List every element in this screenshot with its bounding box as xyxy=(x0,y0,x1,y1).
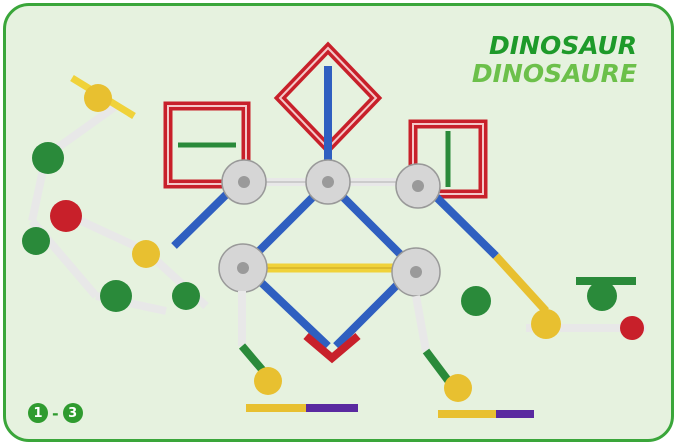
belly-connector xyxy=(306,336,358,358)
step-range: 1 - 3 xyxy=(28,403,83,423)
neck-and-head xyxy=(22,78,206,312)
step-separator: - xyxy=(52,404,59,423)
tail xyxy=(461,256,646,340)
step-end-badge: 3 xyxy=(63,403,83,423)
step-start-badge: 1 xyxy=(28,403,48,423)
title-french: DINOSAURE xyxy=(472,60,637,88)
instruction-card: DINOSAUR DINOSAURE 1 - 3 xyxy=(3,3,674,442)
title-english: DINOSAUR xyxy=(472,32,637,60)
model-title: DINOSAUR DINOSAURE xyxy=(472,32,637,88)
hub-connectors xyxy=(219,160,440,296)
